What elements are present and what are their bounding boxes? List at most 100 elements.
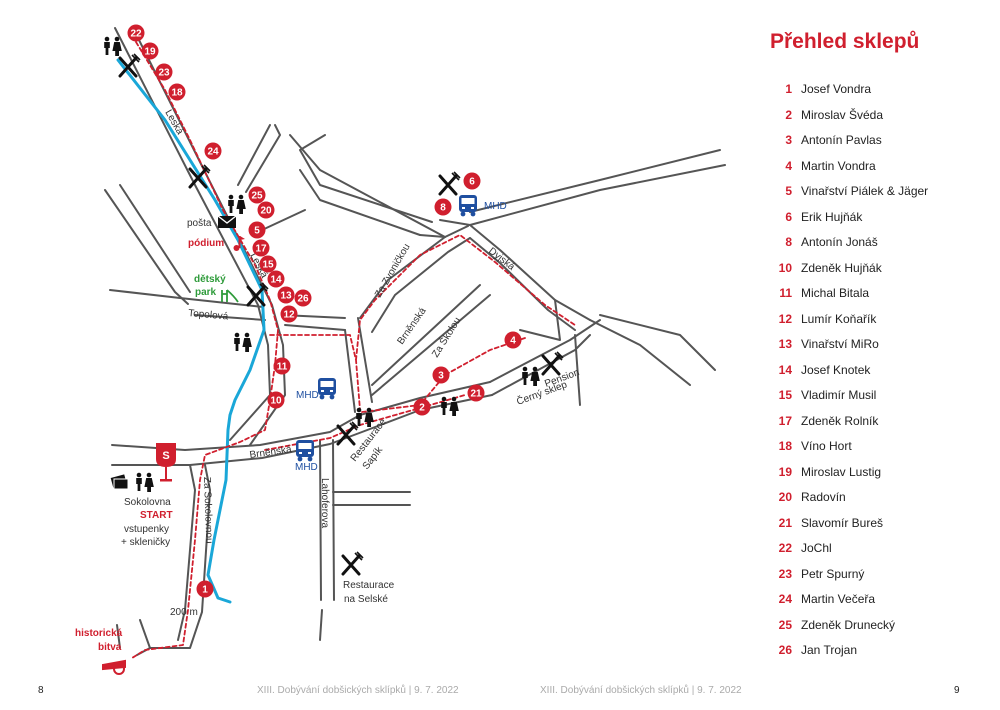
cellar-marker-circle	[155, 63, 173, 81]
cellar-marker-label: 15	[262, 260, 274, 271]
envelope-icon	[217, 215, 237, 228]
cellar-name: Vinařství Piálek & Jäger	[801, 184, 929, 198]
cellar-marker-5[interactable]: 5	[248, 221, 266, 239]
cellar-marker-label: 23	[158, 68, 170, 79]
cellar-marker-15[interactable]: 15	[259, 255, 277, 273]
cellar-marker-label: 21	[470, 389, 482, 400]
cellar-marker-10[interactable]: 10	[267, 391, 285, 409]
cellar-list-item: 13 Vinařství MiRo	[770, 332, 928, 358]
cellar-marker-circle	[467, 384, 485, 402]
cellar-marker-label: 6	[469, 177, 475, 188]
cellar-marker-label: 18	[171, 88, 183, 99]
cellar-marker-label: 14	[270, 275, 282, 286]
cellar-marker-label: 24	[207, 147, 219, 158]
cellar-list-item: 26 Jan Trojan	[770, 638, 928, 664]
street-labels: Leská Leská Topolová Brněnská Brněnská Z…	[162, 108, 517, 544]
river	[116, 58, 266, 604]
cellar-marker-label: 22	[130, 29, 142, 40]
cellar-marker-circle	[277, 286, 295, 304]
cellar-marker-20[interactable]: 20	[257, 201, 275, 219]
cellar-marker-label: 3	[438, 371, 444, 382]
cellar-marker-8[interactable]: 8	[434, 198, 452, 216]
cellar-marker-circle	[413, 398, 431, 416]
tickets-icon	[110, 474, 129, 490]
place-label-selske-2: na Selské	[344, 594, 388, 605]
cellar-marker-17[interactable]: 17	[252, 239, 270, 257]
cellar-number: 1	[785, 82, 792, 96]
cellar-marker-14[interactable]: 14	[267, 270, 285, 288]
place-label-bitva-2: bitva	[98, 642, 122, 653]
cellar-marker-label: 8	[440, 203, 446, 214]
fork-knife-icon	[246, 281, 270, 307]
cannon-icon	[102, 659, 126, 675]
cellar-marker-label: 13	[280, 291, 292, 302]
cellar-marker-circle	[280, 305, 298, 323]
cellar-name: Vinařství MiRo	[801, 337, 879, 351]
cellar-name: Miroslav Švéda	[801, 107, 884, 122]
cellar-marker-label: 25	[251, 191, 263, 202]
street-label-brnenska-west: Brněnská	[249, 444, 293, 461]
cellar-marker-circle	[257, 201, 275, 219]
cellar-marker-19[interactable]: 19	[141, 42, 159, 60]
cellar-marker-label: 10	[270, 396, 282, 407]
cellar-marker-circle	[504, 331, 522, 349]
cellar-number: 18	[778, 439, 792, 453]
cellar-marker-25[interactable]: 25	[248, 186, 266, 204]
cellar-marker-label: 2	[419, 403, 425, 414]
cellar-marker-12[interactable]: 12	[280, 305, 298, 323]
cellar-marker-3[interactable]: 3	[432, 366, 450, 384]
cellar-name: Erik Hujňák	[801, 209, 863, 224]
cellar-marker-circle	[196, 580, 214, 598]
cellar-marker-23[interactable]: 23	[155, 63, 173, 81]
cellar-number: 3	[785, 133, 792, 147]
cellar-number: 22	[778, 541, 792, 555]
cellar-marker-circle	[432, 366, 450, 384]
place-label-bitva-1: historická	[75, 628, 123, 639]
cellar-marker-circle	[141, 42, 159, 60]
cellar-number: 6	[785, 209, 792, 224]
cellar-marker-label: 1	[202, 585, 208, 596]
route	[131, 41, 576, 659]
cellar-marker-26[interactable]: 26	[294, 289, 312, 307]
cellar-marker-24[interactable]: 24	[204, 142, 222, 160]
place-label-park-1: dětský	[194, 274, 226, 285]
cellar-number: 23	[778, 566, 792, 581]
place-label-scale: 200 m	[170, 607, 198, 618]
cellar-marker-1[interactable]: 1	[196, 580, 214, 598]
cellar-number: 25	[778, 617, 792, 632]
place-label-posta: pošta	[187, 218, 212, 229]
cellar-number: 24	[778, 592, 792, 606]
street-label-za-sokolovnou: Za Sokolovnou	[201, 477, 214, 544]
cellar-number: 14	[778, 362, 792, 377]
cellar-marker-21[interactable]: 21	[467, 384, 485, 402]
fork-knife-icon	[438, 170, 462, 196]
cellar-name: Jan Trojan	[801, 643, 858, 657]
cellar-name: Slavomír Bureš	[801, 515, 884, 530]
street-label-za-zvonickou: Za Zvoničkou	[373, 242, 413, 299]
cellar-marker-circle	[248, 221, 266, 239]
cellar-marker-11[interactable]: 11	[273, 357, 291, 375]
cellar-marker-2[interactable]: 2	[413, 398, 431, 416]
toilets-icon	[228, 194, 246, 214]
cellar-number: 13	[778, 337, 792, 351]
place-label-podium: pódium	[188, 238, 224, 249]
cellar-marker-18[interactable]: 18	[168, 83, 186, 101]
cellar-marker-22[interactable]: 22	[127, 24, 145, 42]
cellar-marker-6[interactable]: 6	[463, 172, 481, 190]
cellar-number: 26	[778, 643, 792, 657]
cellar-marker-13[interactable]: 13	[277, 286, 295, 304]
cellar-marker-4[interactable]: 4	[504, 331, 522, 349]
